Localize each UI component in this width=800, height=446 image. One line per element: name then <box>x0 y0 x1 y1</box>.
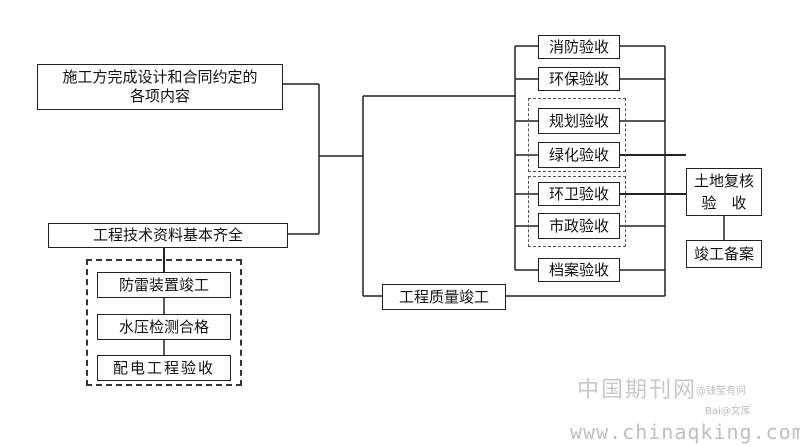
fire-acceptance-box: 消防验收 <box>538 35 620 59</box>
construction-complete-line-2: 各项内容 <box>129 87 190 105</box>
tech-docs-box: 工程技术资料基本齐全 <box>48 223 288 248</box>
sanitation-acceptance-label: 环卫验收 <box>548 184 609 203</box>
municipal-acceptance-box: 市政验收 <box>538 213 620 239</box>
construction-complete-box: 施工方完成设计和合同约定的 各项内容 <box>37 64 283 110</box>
archive-acceptance-label: 档案验收 <box>548 260 609 279</box>
land-review-line-2: 验 收 <box>701 194 747 212</box>
planning-acceptance-label: 规划验收 <box>548 111 609 130</box>
completion-filing-box: 竣工备案 <box>686 240 762 268</box>
lightning-protection-box: 防雷装置竣工 <box>97 272 231 298</box>
quality-completion-label: 工程质量竣工 <box>398 287 489 306</box>
watermark-url: www.chinaqking.com <box>570 420 800 444</box>
water-pressure-box: 水压检测合格 <box>97 314 231 340</box>
power-distribution-label: 配电工程验收 <box>112 358 215 377</box>
watermark-baidu: Bai@文库 <box>705 406 751 417</box>
archive-acceptance-box: 档案验收 <box>538 258 620 282</box>
planning-acceptance-box: 规划验收 <box>538 108 620 134</box>
fire-acceptance-label: 消防验收 <box>548 37 609 56</box>
dashed-group-sanitation-municipal <box>528 176 626 247</box>
land-review-box: 土地复核 验 收 <box>686 168 762 216</box>
quality-completion-box: 工程质量竣工 <box>382 284 506 310</box>
land-review-line-1: 土地复核 <box>693 172 754 190</box>
dashed-group-planning-green <box>528 98 626 172</box>
greening-acceptance-label: 绿化验收 <box>548 145 609 164</box>
completion-filing-label: 竣工备案 <box>693 244 754 263</box>
power-distribution-box: 配电工程验收 <box>97 355 231 381</box>
environmental-acceptance-box: 环保验收 <box>538 67 620 91</box>
sanitation-acceptance-box: 环卫验收 <box>538 182 620 206</box>
environmental-acceptance-label: 环保验收 <box>548 69 609 88</box>
tech-docs-label: 工程技术资料基本齐全 <box>92 226 243 244</box>
municipal-acceptance-label: 市政验收 <box>548 216 609 235</box>
watermark-journal: 中国期刊网 <box>577 378 698 403</box>
construction-complete-line-1: 施工方完成设计和合同约定的 <box>62 68 258 86</box>
watermark-badge: @钱莹有问 <box>696 386 746 397</box>
water-pressure-label: 水压检测合格 <box>118 317 209 336</box>
greening-acceptance-box: 绿化验收 <box>538 142 620 168</box>
lightning-protection-label: 防雷装置竣工 <box>118 275 209 294</box>
dashed-group-sub-items <box>86 259 242 386</box>
